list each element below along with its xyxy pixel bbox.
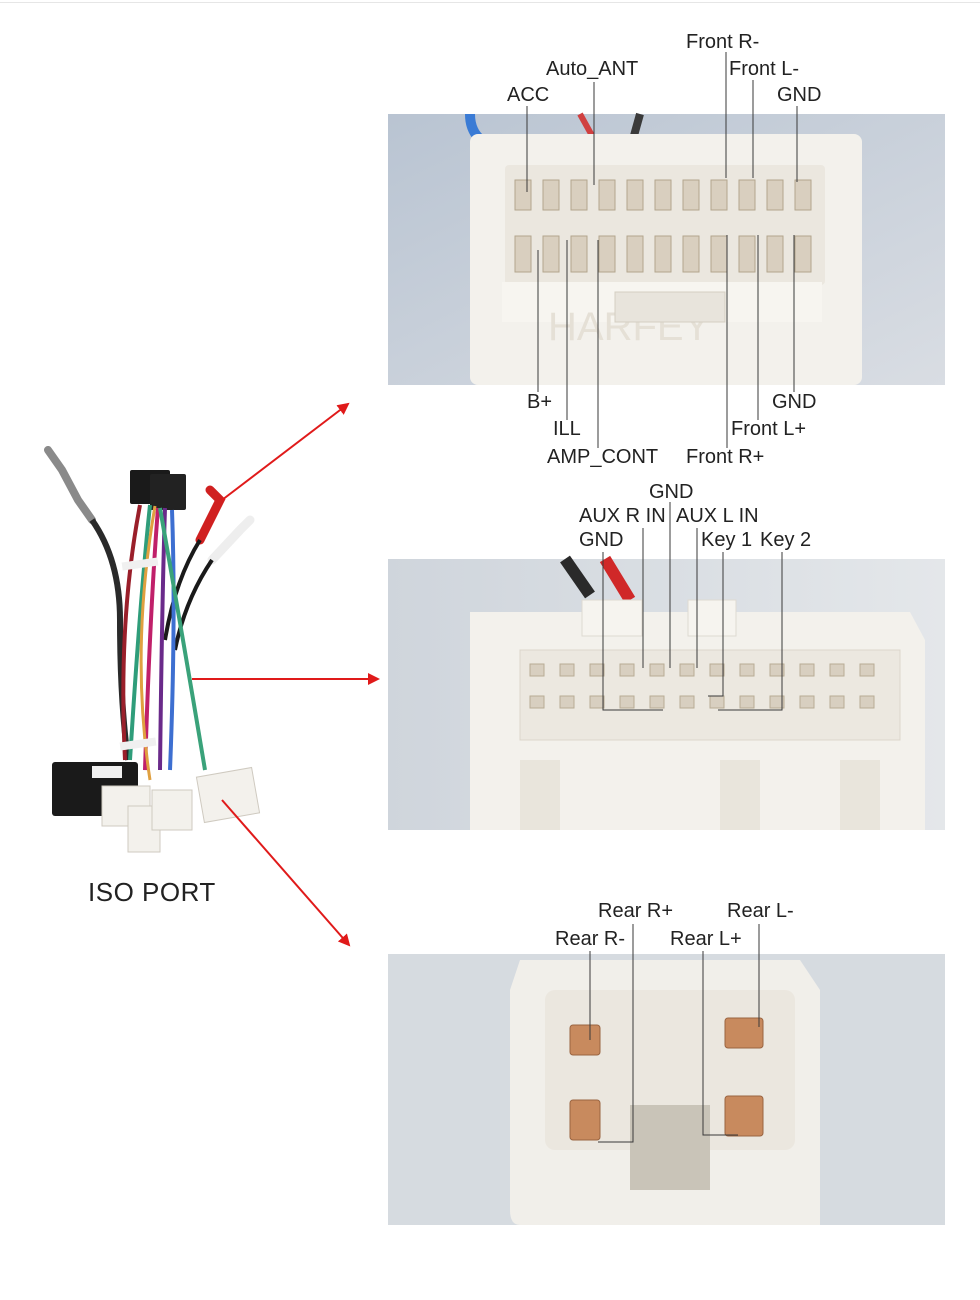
label-gnd-aux: GND	[579, 529, 624, 551]
connector-1-pin-cavity	[682, 179, 700, 211]
label-acc: ACC	[507, 84, 550, 106]
connector-1-pin-cavity	[514, 235, 532, 273]
iso-port-label: ISO PORT	[88, 877, 216, 907]
label-key-2: Key 2	[760, 529, 812, 551]
connector-1-pin-cavity	[598, 179, 616, 211]
connector-2-pin-cavity	[559, 695, 575, 709]
connector-1-pin-cavity	[738, 179, 756, 211]
connector-2-pin-cavity	[529, 663, 545, 677]
connector-2-pin-cavity	[799, 663, 815, 677]
connector-1-pin-cavity	[766, 235, 784, 273]
connector-2-pin-cavity	[649, 663, 665, 677]
connector-2-pin-cavity	[709, 663, 725, 677]
connector-2-pin-cavity	[679, 663, 695, 677]
label-front-r-minus: Front R-	[686, 31, 760, 53]
connector-2-photo	[388, 555, 945, 830]
label-front-r-plus: Front R+	[686, 446, 765, 468]
connector-1-pin-cavity	[682, 235, 700, 273]
connector-1-pin-cavity	[738, 235, 756, 273]
connector-1-pin-cavity	[626, 179, 644, 211]
connector-2-pin-cavity	[619, 663, 635, 677]
label-rear-l-minus: Rear L-	[727, 900, 794, 922]
leader-lines	[526, 52, 798, 1143]
arrow-to-connector-3	[221, 799, 351, 947]
connector-2-pin-cavity	[619, 695, 635, 709]
connector-1-pin-cavity	[794, 179, 812, 211]
connector-2-pin-cavity	[679, 695, 695, 709]
connector-2-pin-cavity	[739, 695, 755, 709]
label-gnd-bottom: GND	[772, 391, 817, 413]
label-rear-r-minus: Rear R-	[555, 928, 626, 950]
connector-1-pin-cavity	[626, 235, 644, 273]
connector-1-pin-cavity	[654, 179, 672, 211]
connector-2-pin-cavity	[769, 663, 785, 677]
connector-1-pin-cavity	[710, 235, 728, 273]
connector-1-pin-cavity	[710, 179, 728, 211]
label-front-l-minus: Front L-	[729, 58, 800, 80]
connector-1-pin-cavity	[542, 179, 560, 211]
connector-2-pin-cavity	[829, 695, 845, 709]
label-gnd-top: GND	[777, 84, 822, 106]
connector-2-pin-cavity	[799, 695, 815, 709]
connector-2-pin-cavity	[859, 663, 875, 677]
label-b-plus: B+	[527, 391, 553, 413]
connector-2-pin-cavity	[589, 695, 605, 709]
label-auto-ant: Auto_ANT	[546, 58, 639, 80]
connector-1-pin-cavity	[766, 179, 784, 211]
connector-2-pin-cavity	[649, 695, 665, 709]
connector-3-photo	[388, 954, 945, 1225]
connector-1-pin-cavity	[570, 179, 588, 211]
connector-2-pin-cavity	[739, 663, 755, 677]
label-aux-l-in: AUX L IN	[676, 505, 759, 527]
label-gnd-aux-top: GND	[649, 481, 694, 503]
connector-2-pin-cavity	[559, 663, 575, 677]
label-ill: ILL	[553, 418, 581, 440]
top-divider	[0, 2, 980, 3]
connector-1-pin-cavity	[542, 235, 560, 273]
label-aux-r-in: AUX R IN	[579, 505, 666, 527]
arrows	[192, 402, 380, 947]
connector-2-pin-cavity	[529, 695, 545, 709]
connector-2-pin-cavity	[709, 695, 725, 709]
arrow-to-connector-1	[221, 402, 350, 501]
label-rear-r-plus: Rear R+	[598, 900, 674, 922]
connector-1-pin-cavity	[654, 235, 672, 273]
label-key-1: Key 1	[701, 529, 753, 551]
label-rear-l-plus: Rear L+	[670, 928, 742, 950]
label-amp-cont: AMP_CONT	[547, 446, 659, 468]
connector-1-photo: HARFEY	[388, 112, 945, 385]
label-front-l-plus: Front L+	[731, 418, 807, 440]
connector-2-pin-cavity	[859, 695, 875, 709]
connector-1-pin-cavity	[598, 235, 616, 273]
wiring-harness-illustration	[44, 446, 261, 853]
connector-2-pin-cavity	[589, 663, 605, 677]
connector-1-pin-cavity	[570, 235, 588, 273]
connector-1-pin-cavity	[514, 179, 532, 211]
connector-2-pin-cavity	[769, 695, 785, 709]
connector-1-pin-cavity	[794, 235, 812, 273]
connector-2-pin-cavity	[829, 663, 845, 677]
